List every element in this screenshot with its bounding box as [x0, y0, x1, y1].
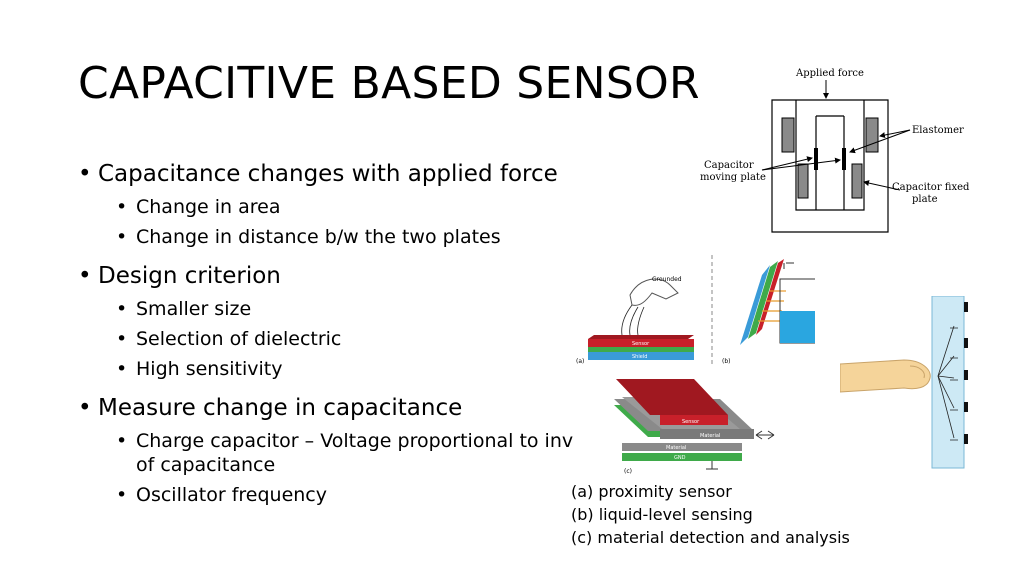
sub-bullet-size: Smaller size [78, 297, 598, 321]
sensor-panel [931, 296, 965, 469]
finger-touch-diagram [840, 296, 968, 469]
sub-bullet-charge-line1: Charge capacitor – Voltage proportional … [136, 430, 574, 452]
elastomer-left [781, 117, 795, 153]
material-detection-figure: Material Sensor Material GND (c) [614, 379, 775, 475]
fixed-plate-label-1: Capacitor fixed [892, 182, 970, 193]
liquid-level-figure: (b) [722, 259, 815, 365]
sensor-label-a: Sensor [632, 341, 650, 347]
material-label-1: Material [700, 433, 720, 439]
sub-bullet-dielectric: Selection of dielectric [78, 327, 598, 351]
material-label-2: Material [666, 445, 686, 451]
sensor-layer-c [660, 415, 728, 425]
moving-plate-label-1: Capacitor [704, 160, 754, 171]
figure-caption: (a) proximity sensor (b) liquid-level se… [571, 480, 850, 549]
grounded-label: Grounded [652, 276, 682, 283]
label-a: (a) [576, 358, 584, 365]
bullet-measure: Measure change in capacitance [78, 393, 598, 423]
liquid-fill [780, 311, 815, 343]
applied-force-label: Applied force [795, 68, 864, 79]
sub-bullet-charge: Charge capacitor – Voltage proportional … [78, 429, 598, 477]
shield-layer-a [588, 352, 694, 360]
caption-line-c: (c) material detection and analysis [571, 528, 850, 547]
sensor-layer-a [588, 339, 694, 347]
bullet-capacitance: Capacitance changes with applied force [78, 159, 598, 189]
finger-icon [840, 359, 931, 393]
slide-title: CAPACITIVE BASED SENSORS [78, 58, 698, 109]
bullet-list: Capacitance changes with applied force C… [78, 155, 598, 507]
gnd-label: GND [674, 455, 686, 461]
shield-label-a: Shield [632, 354, 647, 360]
caption-line-a: (a) proximity sensor [571, 482, 732, 501]
bullet-design: Design criterion [78, 261, 598, 291]
sub-bullet-charge-line2: of capacitance [136, 454, 276, 476]
sensor-label-c: Sensor [682, 419, 700, 425]
elastomer-label: Elastomer [912, 125, 964, 136]
sub-bullet-sensitivity: High sensitivity [78, 357, 598, 381]
sub-bullet-area: Change in area [78, 195, 598, 219]
moving-plate-label-2: moving plate [700, 172, 766, 183]
sensor-applications-diagram: Grounded Sensor Shield (a) (b) Material … [576, 255, 815, 475]
sub-bullet-distance: Change in distance b/w the two plates [78, 225, 598, 249]
fixed-plate-label-2: plate [912, 194, 938, 205]
caption-line-b: (b) liquid-level sensing [571, 505, 753, 524]
proximity-sensor-figure: Grounded Sensor Shield (a) [576, 276, 694, 365]
label-c: (c) [624, 468, 632, 475]
capacitor-force-diagram: Applied force Elastomer Capacitor moving… [700, 68, 970, 233]
sub-bullet-oscillator: Oscillator frequency [78, 483, 598, 507]
elastomer-right [865, 117, 879, 153]
label-b: (b) [722, 358, 731, 365]
